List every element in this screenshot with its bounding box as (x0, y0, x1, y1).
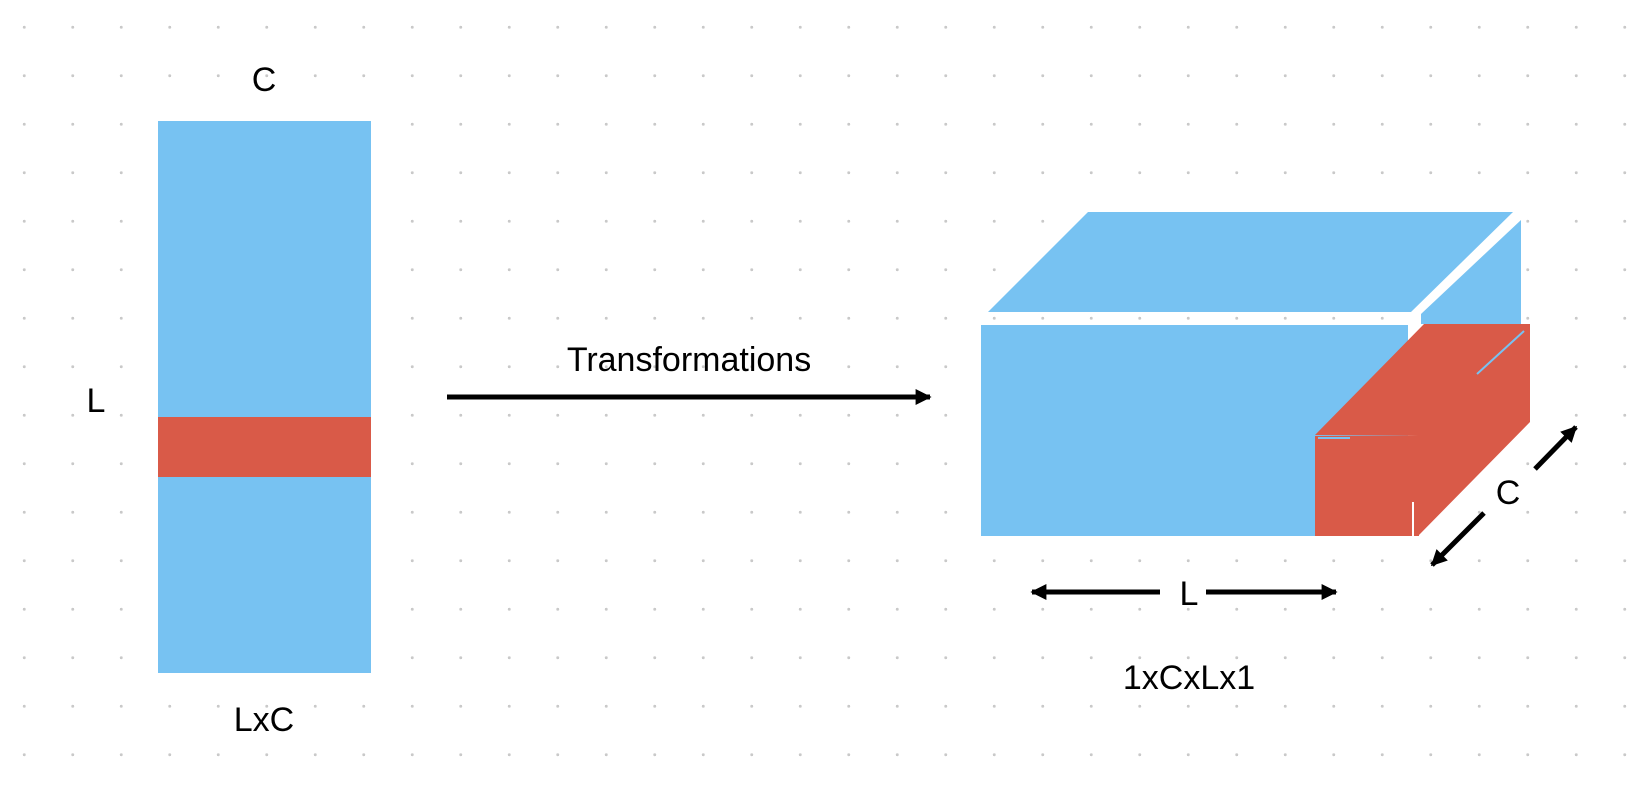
transform-label: Transformations (567, 341, 811, 379)
tensor-box (981, 212, 1530, 536)
matrix-body (158, 121, 371, 673)
box-shape-label: 1xCxLx1 (1123, 659, 1255, 697)
box-side-face (1421, 220, 1521, 324)
matrix-shape-label: LxC (234, 701, 294, 739)
box-highlight-slice-side (1315, 324, 1530, 535)
box-depth-label: C (1496, 474, 1521, 512)
matrix-highlight-row (158, 417, 371, 477)
matrix-width-label: C (252, 61, 277, 99)
box-depth-arrow-down (1430, 511, 1486, 567)
box-length-label: L (1180, 575, 1199, 613)
box-highlight-slice-front (1315, 436, 1419, 536)
box-depth-arrow-up (1533, 425, 1578, 471)
matrix (158, 121, 371, 673)
box-slice-edge-right (1476, 330, 1525, 375)
box-top-face (988, 212, 1513, 312)
matrix-height-label: L (87, 382, 106, 420)
